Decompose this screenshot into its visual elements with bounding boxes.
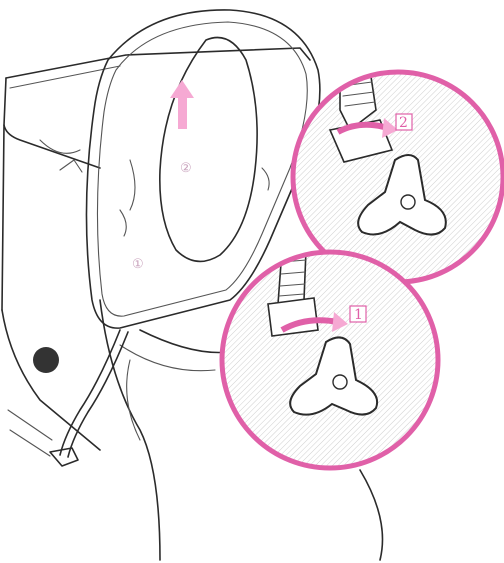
callout-bottom: 1 — [220, 250, 440, 470]
callout-bottom-step: 1 — [354, 307, 363, 323]
callout-top-step: 2 — [399, 115, 408, 131]
lid-step-label: ② — [180, 161, 192, 176]
water-hose — [8, 330, 128, 466]
lift-arrow-icon — [170, 80, 194, 129]
marker-dot-left — [33, 347, 59, 373]
lid-step-lower-label: ① — [132, 257, 144, 272]
toilet-tank — [2, 48, 310, 310]
